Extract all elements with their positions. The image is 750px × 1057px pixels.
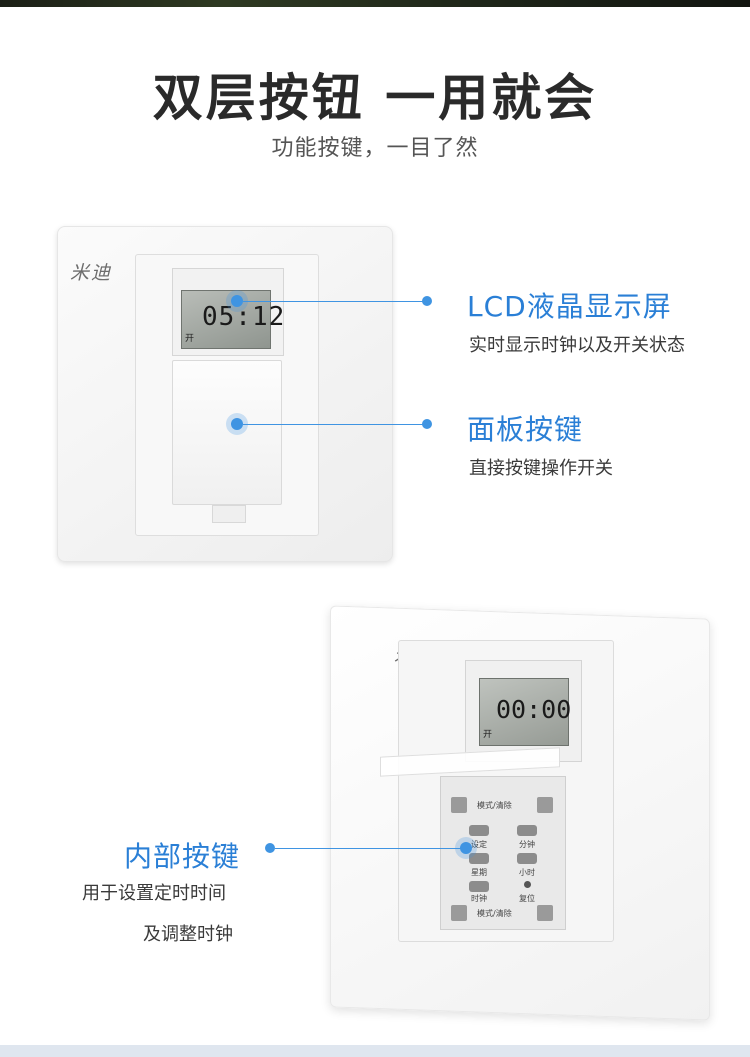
lcd-callout-title: LCD液晶显示屏 bbox=[467, 290, 672, 323]
lcd-callout-line bbox=[243, 301, 425, 302]
button-callout-anchor-dot bbox=[231, 418, 243, 430]
mode-clear-key-right-2[interactable] bbox=[537, 905, 553, 921]
set-key[interactable] bbox=[469, 825, 489, 836]
inner-keys-callout-desc-2: 及调整时钟 bbox=[143, 924, 233, 945]
panel-button[interactable] bbox=[172, 360, 282, 505]
lcd-callout-desc: 实时显示时钟以及开关状态 bbox=[469, 335, 685, 356]
clock-label: 时钟 bbox=[471, 894, 487, 903]
hour-label: 小时 bbox=[519, 868, 535, 877]
hour-key[interactable] bbox=[517, 853, 537, 864]
minute-key-upper[interactable] bbox=[517, 825, 537, 836]
button-release-tab bbox=[212, 505, 246, 523]
inner-keys-callout-title: 内部按键 bbox=[124, 840, 241, 873]
bottom-strip bbox=[0, 1045, 750, 1057]
lcd-status-2: 开 bbox=[483, 730, 493, 740]
weekday-key[interactable] bbox=[469, 853, 489, 864]
inner-keys-callout-line bbox=[275, 848, 462, 849]
lcd-status: 开 bbox=[185, 334, 195, 344]
lcd-callout-end-dot bbox=[422, 296, 432, 306]
mode-clear-key-right[interactable] bbox=[537, 797, 553, 813]
lcd-screen: 05:12 开 bbox=[181, 290, 284, 349]
mode-clear-key-left-2[interactable] bbox=[451, 905, 467, 921]
reset-hole[interactable] bbox=[524, 881, 531, 888]
inner-keypad: 模式/清除 设定 分钟 星期 小时 时钟 复位 模式/清除 bbox=[440, 776, 566, 930]
reset-label: 复位 bbox=[519, 894, 535, 903]
top-photo-strip bbox=[0, 0, 750, 7]
lcd-time-2: 00:00 bbox=[496, 695, 572, 724]
button-callout-end-dot bbox=[422, 419, 432, 429]
page-subtitle: 功能按键，一目了然 bbox=[271, 136, 479, 161]
lcd-time: 05:12 bbox=[202, 302, 286, 332]
clock-key[interactable] bbox=[469, 881, 489, 892]
button-callout-line bbox=[243, 424, 425, 425]
set-label: 设定 bbox=[471, 840, 487, 849]
lcd-callout-anchor-dot bbox=[231, 295, 243, 307]
mode-clear-label-bottom: 模式/清除 bbox=[477, 909, 512, 918]
inner-keys-callout-end-dot bbox=[265, 843, 275, 853]
brand-logo: 米迪 bbox=[70, 262, 113, 284]
inner-keys-callout-anchor-dot bbox=[460, 842, 472, 854]
inner-keys-callout-desc-1: 用于设置定时时间 bbox=[82, 883, 226, 904]
button-callout-title: 面板按键 bbox=[467, 413, 584, 446]
button-callout-desc: 直接按键操作开关 bbox=[469, 458, 613, 479]
lcd-screen-2: 00:00 开 bbox=[479, 678, 572, 746]
mode-clear-label-top: 模式/清除 bbox=[477, 801, 512, 810]
mode-clear-key-left[interactable] bbox=[451, 797, 467, 813]
page-title: 双层按钮 一用就会 bbox=[152, 69, 598, 127]
weekday-label: 星期 bbox=[471, 868, 487, 877]
minute-label: 分钟 bbox=[519, 840, 535, 849]
